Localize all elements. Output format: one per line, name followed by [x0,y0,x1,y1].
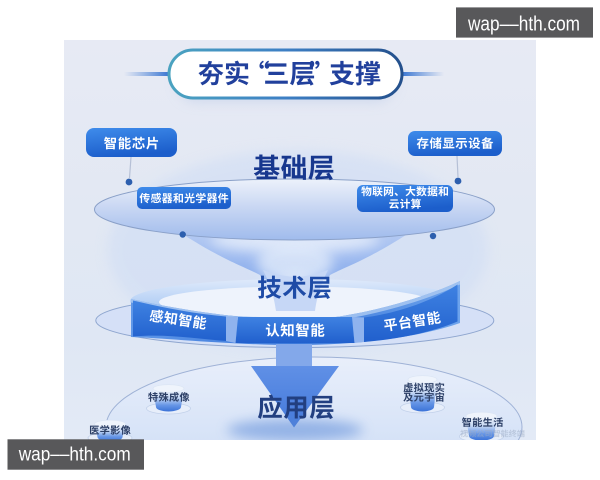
svg-text:wap––hth.com: wap––hth.com [467,14,580,36]
svg-text:wap––hth.com: wap––hth.com [18,445,131,466]
